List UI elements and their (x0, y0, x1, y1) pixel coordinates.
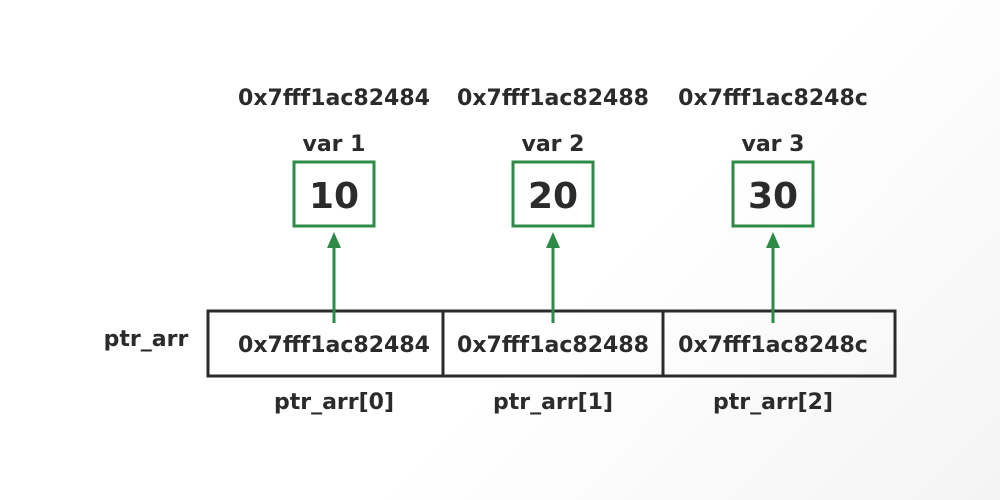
variable-value: 30 (748, 176, 798, 217)
array-cell-value: 0x7fff1ac8248c (678, 333, 868, 358)
pointer-arrow-head (766, 232, 780, 248)
variable-name: var 2 (521, 132, 584, 157)
variable-name: var 3 (741, 132, 804, 157)
array-index-label: ptr_arr[2] (713, 390, 833, 415)
variable-name: var 1 (302, 132, 365, 157)
array-index-label: ptr_arr[1] (493, 390, 613, 415)
variable-column-1: 0x7fff1ac82484 var 1 10 0x7fff1ac82484 p… (238, 86, 430, 415)
variable-box (511, 160, 595, 228)
variable-address: 0x7fff1ac82484 (238, 86, 430, 111)
variable-address: 0x7fff1ac82488 (457, 86, 649, 111)
variable-value: 10 (309, 176, 359, 217)
variable-address: 0x7fff1ac8248c (678, 86, 868, 111)
array-name-label: ptr_arr (104, 327, 189, 352)
array-index-label: ptr_arr[0] (274, 390, 394, 415)
pointer-arrow-head (327, 232, 341, 248)
variable-column-2: 0x7fff1ac82488 var 2 20 0x7fff1ac82488 p… (457, 86, 649, 415)
variable-box (292, 160, 376, 228)
variable-value: 20 (528, 176, 578, 217)
variable-column-3: 0x7fff1ac8248c var 3 30 0x7fff1ac8248c p… (678, 86, 868, 415)
pointer-arrow-head (546, 232, 560, 248)
variable-box (731, 160, 815, 228)
array-cell-value: 0x7fff1ac82488 (457, 333, 649, 358)
array-cell-value: 0x7fff1ac82484 (238, 333, 430, 358)
